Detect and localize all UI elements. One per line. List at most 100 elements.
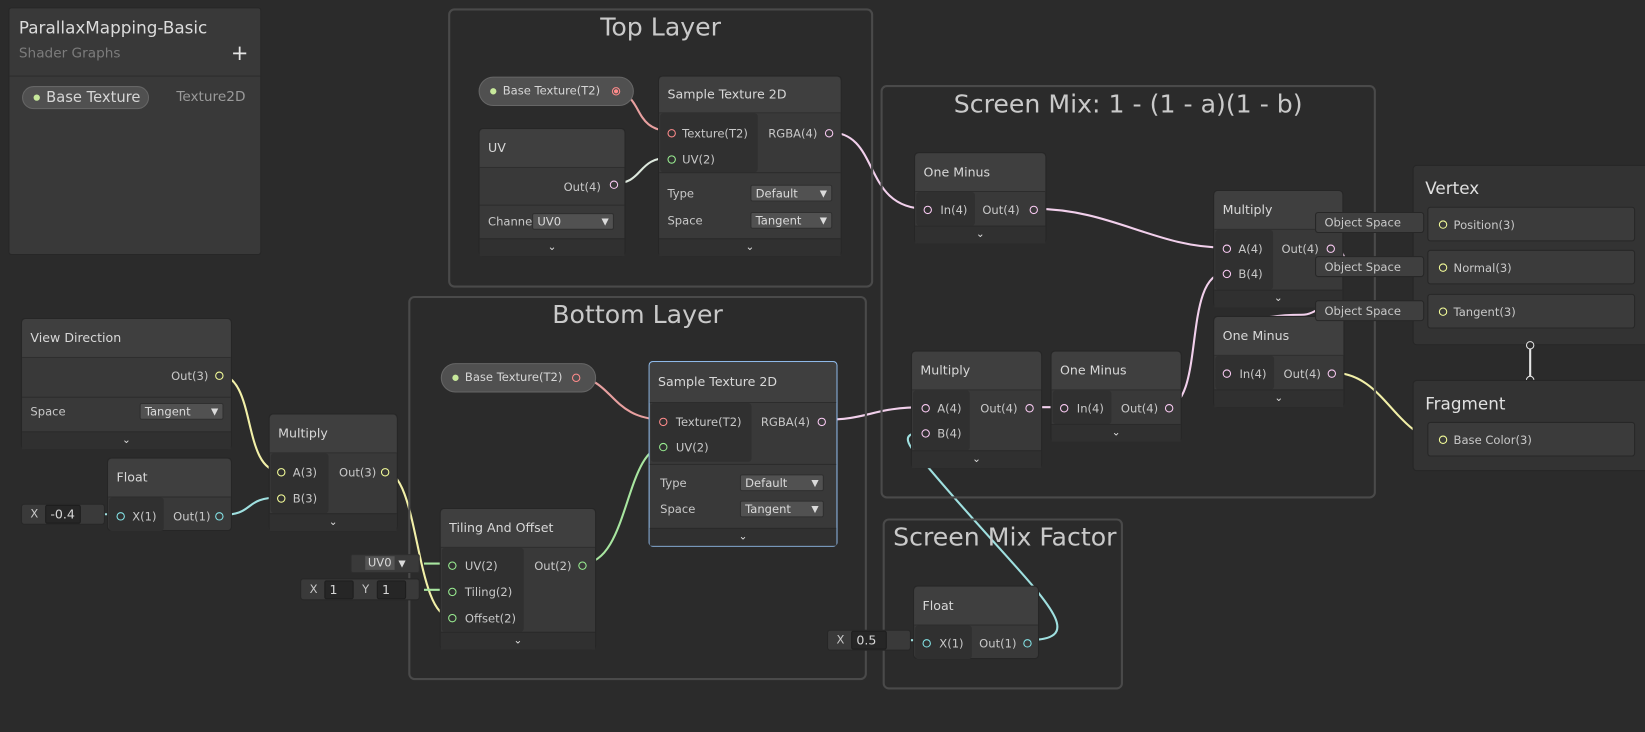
rgba-out-port[interactable]	[824, 129, 834, 138]
object-space-position[interactable]: Object Space	[1315, 211, 1425, 233]
multiply-node-mix-right[interactable]: Multiply A(4) B(4) Out(4) ⌄	[1213, 189, 1344, 308]
base-color-in-port[interactable]	[1438, 435, 1448, 444]
one-minus-node-right[interactable]: One Minus In(4) Out(4) ⌄	[1213, 315, 1345, 408]
type-dropdown[interactable]: Default▼	[750, 184, 833, 202]
texture-in-port[interactable]	[659, 417, 668, 427]
vec3-out-port[interactable]	[380, 468, 390, 477]
offset-in-port[interactable]	[448, 613, 457, 623]
space-dropdown[interactable]: Tangent▼	[750, 211, 833, 229]
b-in-port[interactable]	[277, 494, 286, 503]
uv-in-port[interactable]	[659, 442, 668, 452]
collapse-chevron[interactable]: ⌄	[22, 431, 231, 450]
a-in-port[interactable]	[1222, 244, 1232, 253]
vertex-flow-out-port[interactable]	[1525, 341, 1535, 350]
one-minus-node-top[interactable]: One Minus In(4) Out(4) ⌄	[914, 152, 1047, 244]
tiling-in-port[interactable]	[448, 587, 457, 597]
collapse-chevron[interactable]: ⌄	[440, 631, 596, 650]
property-node-base-texture-top[interactable]: Base Texture(T2)	[478, 76, 634, 106]
vec4-out-port[interactable]	[609, 180, 619, 189]
sample-texture-2d-bottom[interactable]: Sample Texture 2D Texture(T2) UV(2) RGBA…	[648, 361, 838, 547]
collapse-chevron[interactable]: ⌄	[649, 527, 837, 546]
base-color-block[interactable]: Base Color(3)	[1427, 421, 1636, 457]
vertex-title: Vertex	[1425, 178, 1480, 199]
collapse-chevron[interactable]: ⌄	[659, 238, 841, 257]
collapse-chevron[interactable]: ⌄	[1051, 423, 1181, 442]
collapse-chevron[interactable]: ⌄	[1214, 289, 1343, 308]
tiling-x-field[interactable]: 1	[324, 580, 354, 600]
a-in-port[interactable]	[277, 468, 286, 477]
collapse-chevron[interactable]: ⌄	[1214, 389, 1344, 408]
object-space-tangent[interactable]: Object Space	[1315, 300, 1425, 322]
collapse-chevron[interactable]: ⌄	[479, 238, 625, 257]
group-top-layer[interactable]: Top Layer	[448, 8, 874, 288]
one-minus-node-bottom[interactable]: One Minus In(4) Out(4) ⌄	[1050, 350, 1182, 442]
float-node-mix-factor[interactable]: Float X(1) Out(1)	[913, 585, 1040, 660]
out-port[interactable]	[1327, 369, 1337, 378]
uv-node[interactable]: UV Out(4) Channe UV0▼ ⌄	[478, 128, 626, 257]
x-in-port[interactable]	[116, 512, 125, 521]
b-in-port[interactable]	[921, 429, 930, 438]
in-port[interactable]	[1222, 369, 1232, 378]
float-x-field[interactable]: -0.4	[45, 504, 81, 524]
vec3-out-port[interactable]	[215, 371, 224, 380]
vec2-out-port[interactable]	[578, 561, 587, 570]
texture-out-port[interactable]	[571, 373, 581, 383]
uv-channel-dropdown[interactable]: UV0 ▼	[350, 554, 420, 574]
tiling-and-offset-node[interactable]: Tiling And Offset UV(2) Tiling(2) Offset…	[439, 507, 597, 650]
add-property-button[interactable]: +	[230, 39, 249, 66]
position-block[interactable]: Position(3)	[1427, 206, 1636, 242]
texture-in-port[interactable]	[667, 129, 676, 138]
tiling-vector-field[interactable]: X 1 Y 1	[300, 578, 420, 601]
space-label: Space	[30, 405, 66, 419]
blackboard-panel: ParallaxMapping-Basic Shader Graphs + Ba…	[8, 7, 262, 256]
type-dropdown[interactable]: Default▼	[739, 474, 824, 492]
float-constant-field[interactable]: X -0.4	[20, 503, 105, 525]
float-out-port[interactable]	[1023, 639, 1032, 648]
collapse-chevron[interactable]: ⌄	[915, 225, 1046, 244]
in-port[interactable]	[923, 205, 932, 215]
sample-texture-2d-top[interactable]: Sample Texture 2D Texture(T2) UV(2) RGBA…	[658, 75, 842, 257]
normal-in-port[interactable]	[1438, 263, 1448, 272]
x-in-port[interactable]	[922, 639, 931, 648]
mix-factor-x-field[interactable]: 0.5	[851, 630, 887, 650]
multiply-node-mix-bottom[interactable]: Multiply A(4) B(4) Out(4) ⌄	[910, 350, 1043, 469]
uv-in-port[interactable]	[448, 561, 457, 570]
float-node-left[interactable]: Float X(1) Out(1)	[107, 457, 232, 532]
out-port[interactable]	[1029, 205, 1038, 215]
property-node-base-texture-bottom[interactable]: Base Texture(T2)	[440, 363, 597, 393]
tiling-y-field[interactable]: 1	[376, 580, 407, 600]
out-port[interactable]	[1164, 404, 1174, 413]
multiply-node-left[interactable]: Multiply A(3) B(3) Out(3) ⌄	[268, 413, 398, 532]
property-name: Base Texture	[46, 89, 141, 106]
b-in-port[interactable]	[1222, 269, 1232, 279]
view-direction-node[interactable]: View Direction Out(3) Space Tangent▼ ⌄	[20, 317, 232, 450]
group-bottom-layer[interactable]: Bottom Layer	[408, 295, 867, 681]
a-in-port[interactable]	[921, 404, 930, 413]
node-title: One Minus	[1214, 316, 1344, 356]
collapse-chevron[interactable]: ⌄	[269, 513, 397, 532]
tangent-block[interactable]: Tangent(3)	[1427, 293, 1636, 329]
in-port[interactable]	[1059, 404, 1069, 413]
rgba-out-port[interactable]	[817, 417, 826, 427]
vertex-context[interactable]: Vertex Position(3) Normal(3) Tangent(3)	[1412, 164, 1645, 346]
out-port[interactable]	[1326, 244, 1335, 253]
float-out-port[interactable]	[215, 512, 224, 521]
object-space-normal[interactable]: Object Space	[1315, 256, 1425, 278]
texture-out-port[interactable]	[611, 87, 621, 96]
mix-factor-constant-field[interactable]: X 0.5	[827, 629, 911, 651]
channel-dropdown[interactable]: UV0▼	[532, 213, 614, 230]
tangent-in-port[interactable]	[1438, 307, 1448, 316]
property-pill[interactable]: Base Texture	[22, 86, 150, 110]
space-dropdown[interactable]: Tangent▼	[139, 403, 224, 420]
out-port[interactable]	[1025, 404, 1034, 413]
position-in-port[interactable]	[1438, 220, 1448, 229]
group-screen-mix-factor[interactable]: Screen Mix Factor	[882, 518, 1123, 690]
group-screen-mix[interactable]: Screen Mix: 1 - (1 - a)(1 - b)	[880, 85, 1376, 499]
normal-block[interactable]: Normal(3)	[1427, 249, 1636, 285]
out-label: Out(4)	[1120, 401, 1159, 416]
group-title: Screen Mix Factor	[893, 522, 1117, 553]
uv-in-port[interactable]	[667, 155, 676, 164]
space-dropdown[interactable]: Tangent▼	[739, 500, 824, 518]
collapse-chevron[interactable]: ⌄	[912, 450, 1042, 469]
fragment-context[interactable]: Fragment Base Color(3)	[1412, 379, 1645, 472]
